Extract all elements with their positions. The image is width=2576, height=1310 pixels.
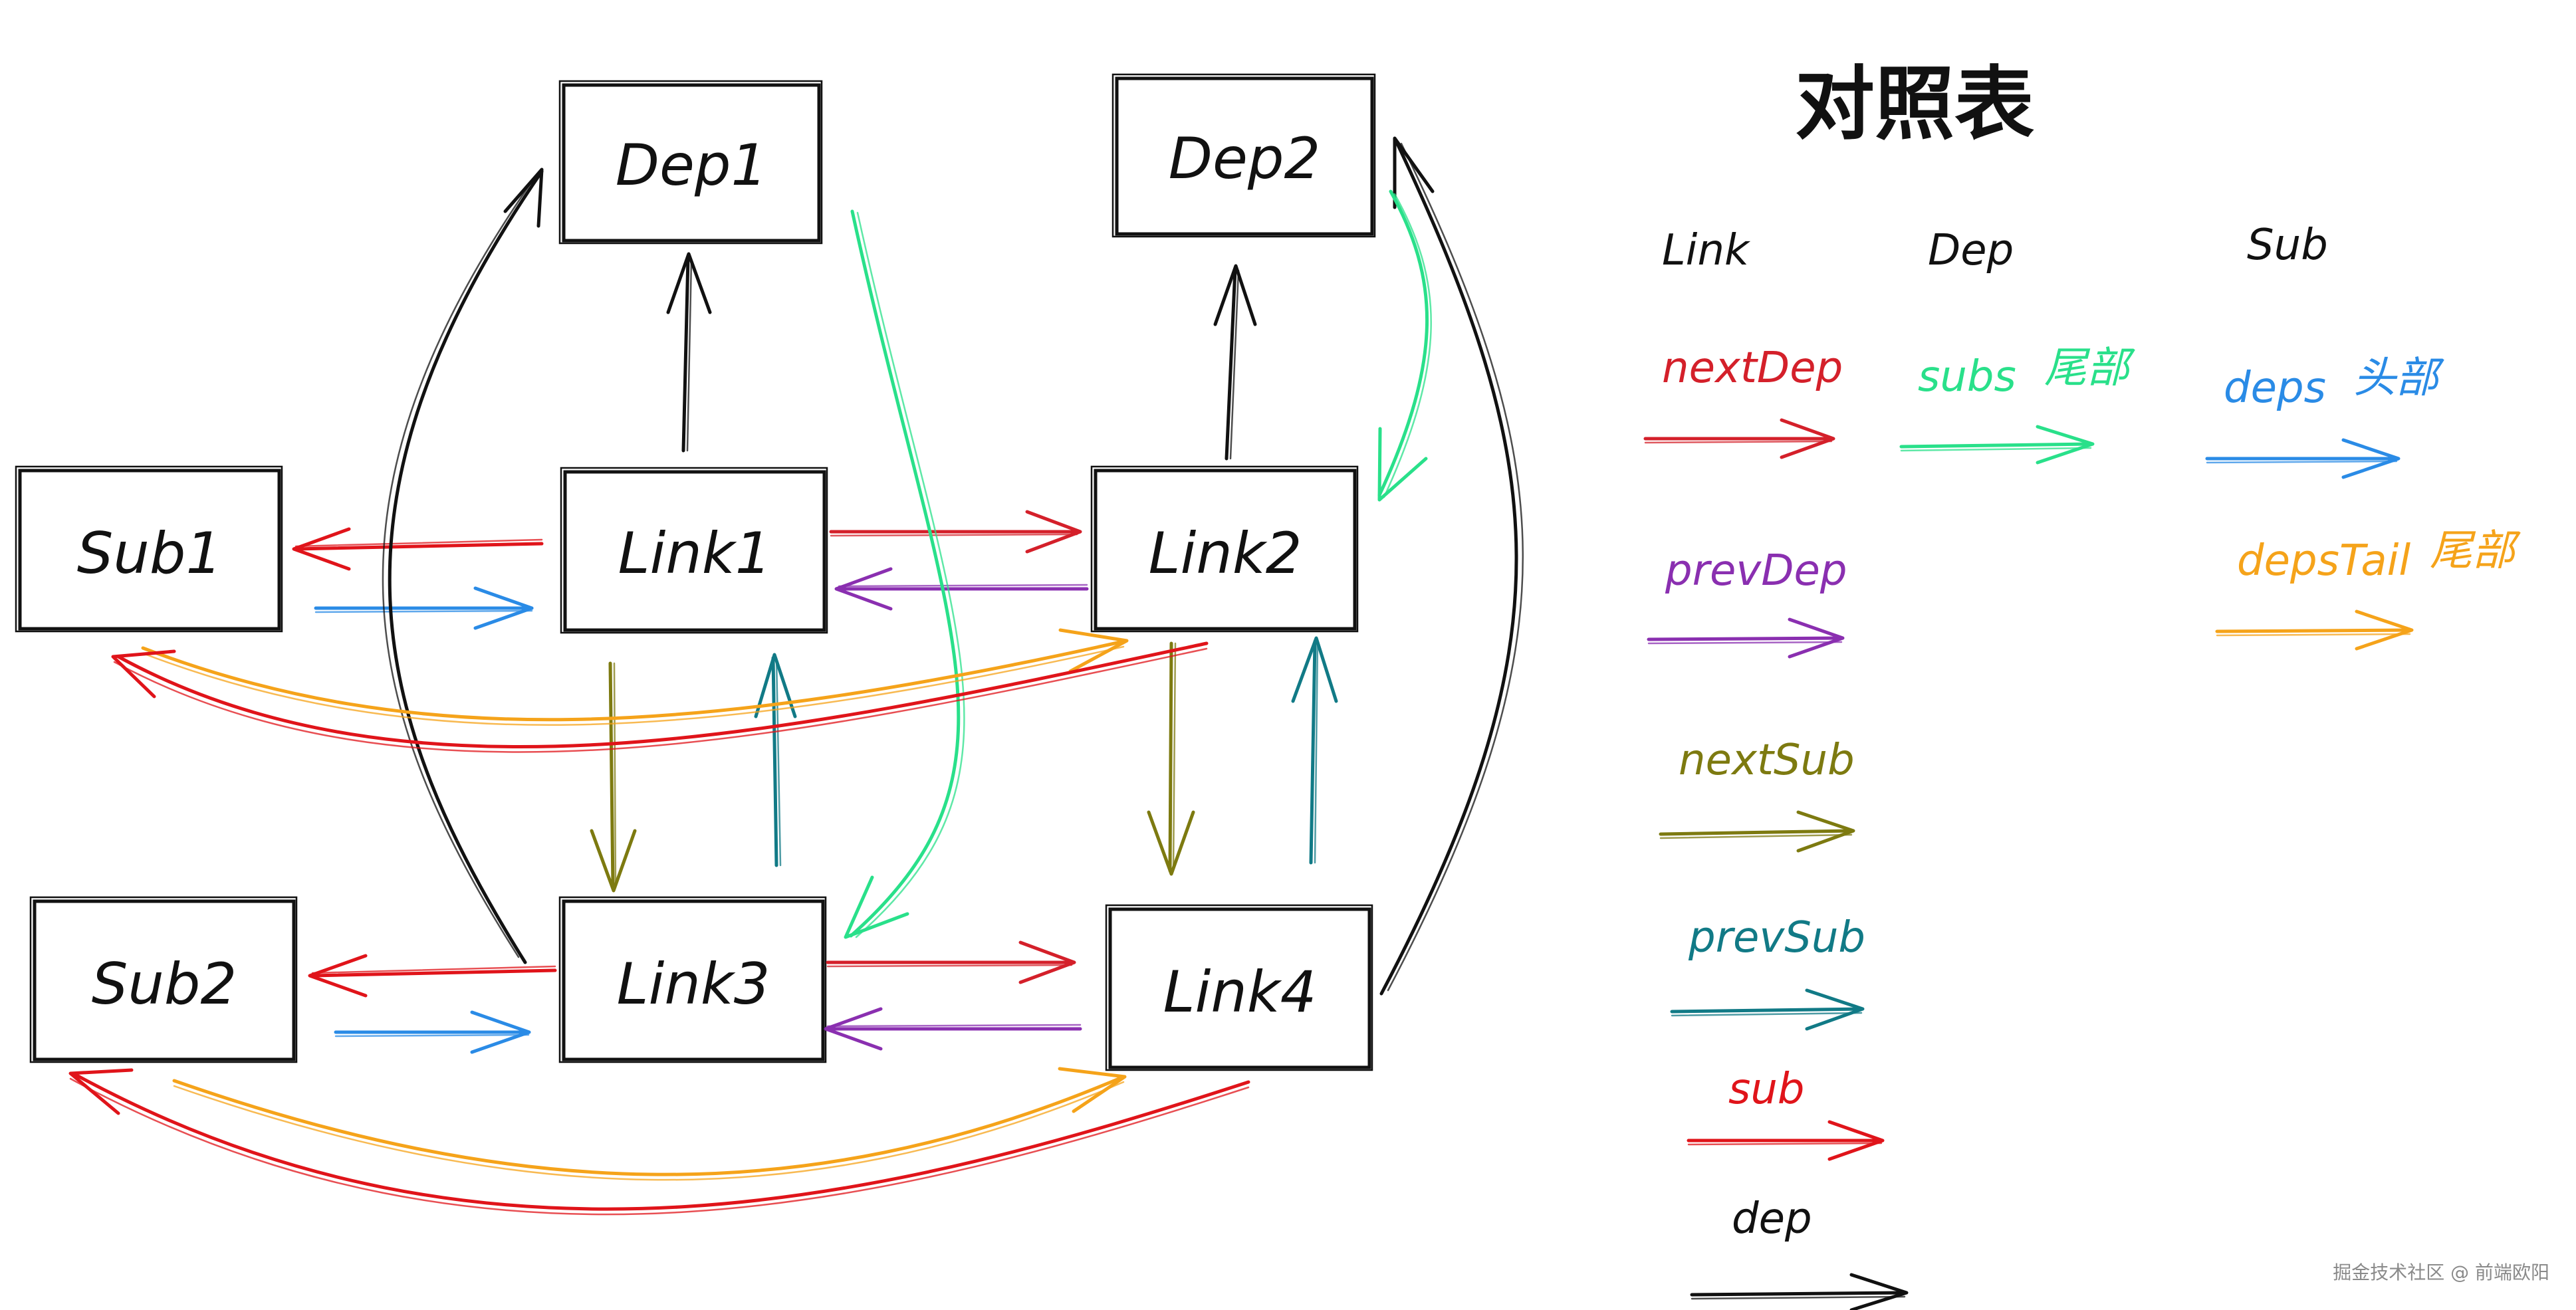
arrow-link3-dep-dep1 — [382, 167, 544, 964]
arrow-link4-dep-dep2 — [1379, 136, 1524, 996]
link3-label: Link3 — [617, 951, 770, 1018]
legend-nextdep-arrow — [1643, 418, 1835, 459]
arrow-link1-sub-sub1 — [292, 527, 544, 571]
sub2-label: Sub2 — [92, 951, 237, 1018]
legend-subs-note: 尾部 — [2044, 344, 2135, 393]
legend-nextdep-label: nextDep — [1662, 344, 1843, 393]
link4-label: Link4 — [1163, 959, 1317, 1026]
arrow-link1-dep-dep1 — [666, 252, 712, 453]
arrow-dep1-subs-link3 — [844, 209, 965, 939]
arrow-link4-prevsub-link2 — [1291, 636, 1338, 865]
arrow-link2-prevdep-link1 — [834, 567, 1089, 611]
legend-subs-label: subs — [1918, 352, 2016, 401]
legend-subs-arrow — [1899, 425, 2095, 465]
arrow-link3-sub-sub2 — [308, 954, 557, 998]
link2-node: Link2 — [1090, 465, 1359, 633]
dep1-label: Dep1 — [616, 132, 767, 199]
arrow-link2-sub-sub1 — [111, 641, 1209, 753]
arrow-dep2-subs-link2 — [1377, 189, 1432, 502]
legend-dep-label: dep — [1732, 1194, 1812, 1244]
arrow-link1-nextsub-link3 — [590, 661, 637, 893]
arrow-link3-nextdep-link4 — [826, 940, 1076, 984]
legend-deps-note: 头部 — [2353, 354, 2444, 403]
legend-dep-arrow — [1690, 1273, 1909, 1310]
legend-depstail-note: 尾部 — [2430, 526, 2521, 576]
legend: 对照表 Link Dep Sub nextDep prevDep nextSub… — [1643, 58, 2521, 1310]
legend-title: 对照表 — [1795, 58, 2034, 151]
dep1-node: Dep1 — [558, 80, 823, 245]
arrow-link3-prevsub-link1 — [754, 653, 797, 867]
arrow-link1-nextdep-link2 — [829, 510, 1082, 554]
legend-prevsub-arrow — [1670, 988, 1865, 1031]
sub2-node: Sub2 — [29, 896, 298, 1063]
watermark-text: 掘金技术社区 @ 前端欧阳 — [2333, 1261, 2549, 1283]
legend-deps-label: deps — [2224, 364, 2326, 413]
arrow-link4-sub-sub2 — [68, 1068, 1250, 1216]
sub1-node: Sub1 — [15, 465, 283, 633]
arrow-link2-nextsub-link4 — [1147, 641, 1195, 876]
legend-deps-arrow — [2205, 438, 2400, 479]
arrow-sub2-depstail-link4 — [172, 1067, 1127, 1181]
legend-prevsub-label: prevSub — [1688, 913, 1865, 962]
legend-sub-label: sub — [1728, 1065, 1805, 1114]
legend-prevdep-label: prevDep — [1665, 546, 1847, 596]
arrow-sub2-deps-link3 — [334, 1010, 531, 1054]
legend-header-dep: Dep — [1928, 226, 2014, 275]
arrow-sub1-deps-link1 — [314, 586, 534, 630]
legend-depstail-label: depsTail — [2237, 536, 2410, 586]
legend-depstail-arrow — [2215, 609, 2414, 651]
dep2-node: Dep2 — [1112, 73, 1376, 238]
legend-prevdep-arrow — [1647, 617, 1845, 659]
link1-node: Link1 — [560, 467, 828, 634]
legend-sub-arrow — [1687, 1120, 1885, 1161]
arrow-link4-prevdep-link3 — [824, 1007, 1082, 1051]
link4-node: Link4 — [1105, 904, 1373, 1071]
legend-header-sub: Sub — [2247, 221, 2328, 270]
arrow-sub1-depstail-link2 — [141, 628, 1129, 726]
legend-header-link: Link — [1662, 226, 1751, 275]
link2-label: Link2 — [1149, 520, 1302, 587]
legend-nextsub-arrow — [1659, 810, 1855, 853]
dep2-label: Dep2 — [1169, 126, 1320, 192]
sub1-label: Sub1 — [77, 520, 222, 587]
legend-nextsub-label: nextSub — [1679, 736, 1855, 785]
link1-label: Link1 — [618, 520, 772, 587]
arrow-link2-dep-dep2 — [1213, 264, 1257, 461]
link3-node: Link3 — [558, 896, 827, 1063]
